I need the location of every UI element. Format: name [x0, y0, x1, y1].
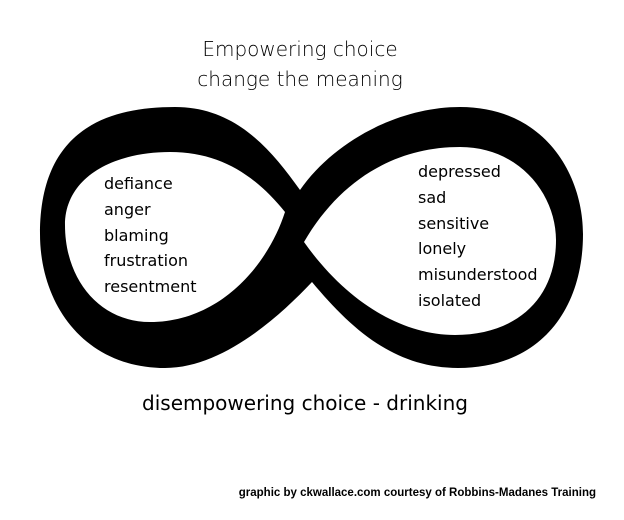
list-item: defiance: [104, 174, 173, 193]
diagram-title-line-2: change the meaning: [197, 67, 403, 91]
list-item: blaming: [104, 225, 169, 245]
list-item: frustration: [104, 251, 188, 271]
infinity-loop-icon: [40, 107, 583, 368]
bottom-label: disempowering choice - drinking: [142, 391, 468, 415]
diagram-title-line-1: Empowering choice: [202, 37, 398, 61]
credit-line: graphic by ckwallace.com courtesy of Rob…: [238, 487, 596, 499]
left-loop-word-list: defiance anger blaming frustration resen…: [104, 171, 197, 300]
list-item: depressed: [418, 162, 501, 181]
list-item: sensitive: [418, 213, 490, 233]
list-item: isolated: [418, 290, 482, 310]
list-item: misunderstood: [418, 265, 538, 285]
list-item: sad: [418, 187, 447, 207]
list-item: resentment: [104, 277, 197, 297]
list-item: anger: [104, 199, 151, 219]
right-loop-word-list: depressed sad sensitive lonely misunders…: [418, 159, 538, 314]
list-item: lonely: [418, 239, 467, 259]
